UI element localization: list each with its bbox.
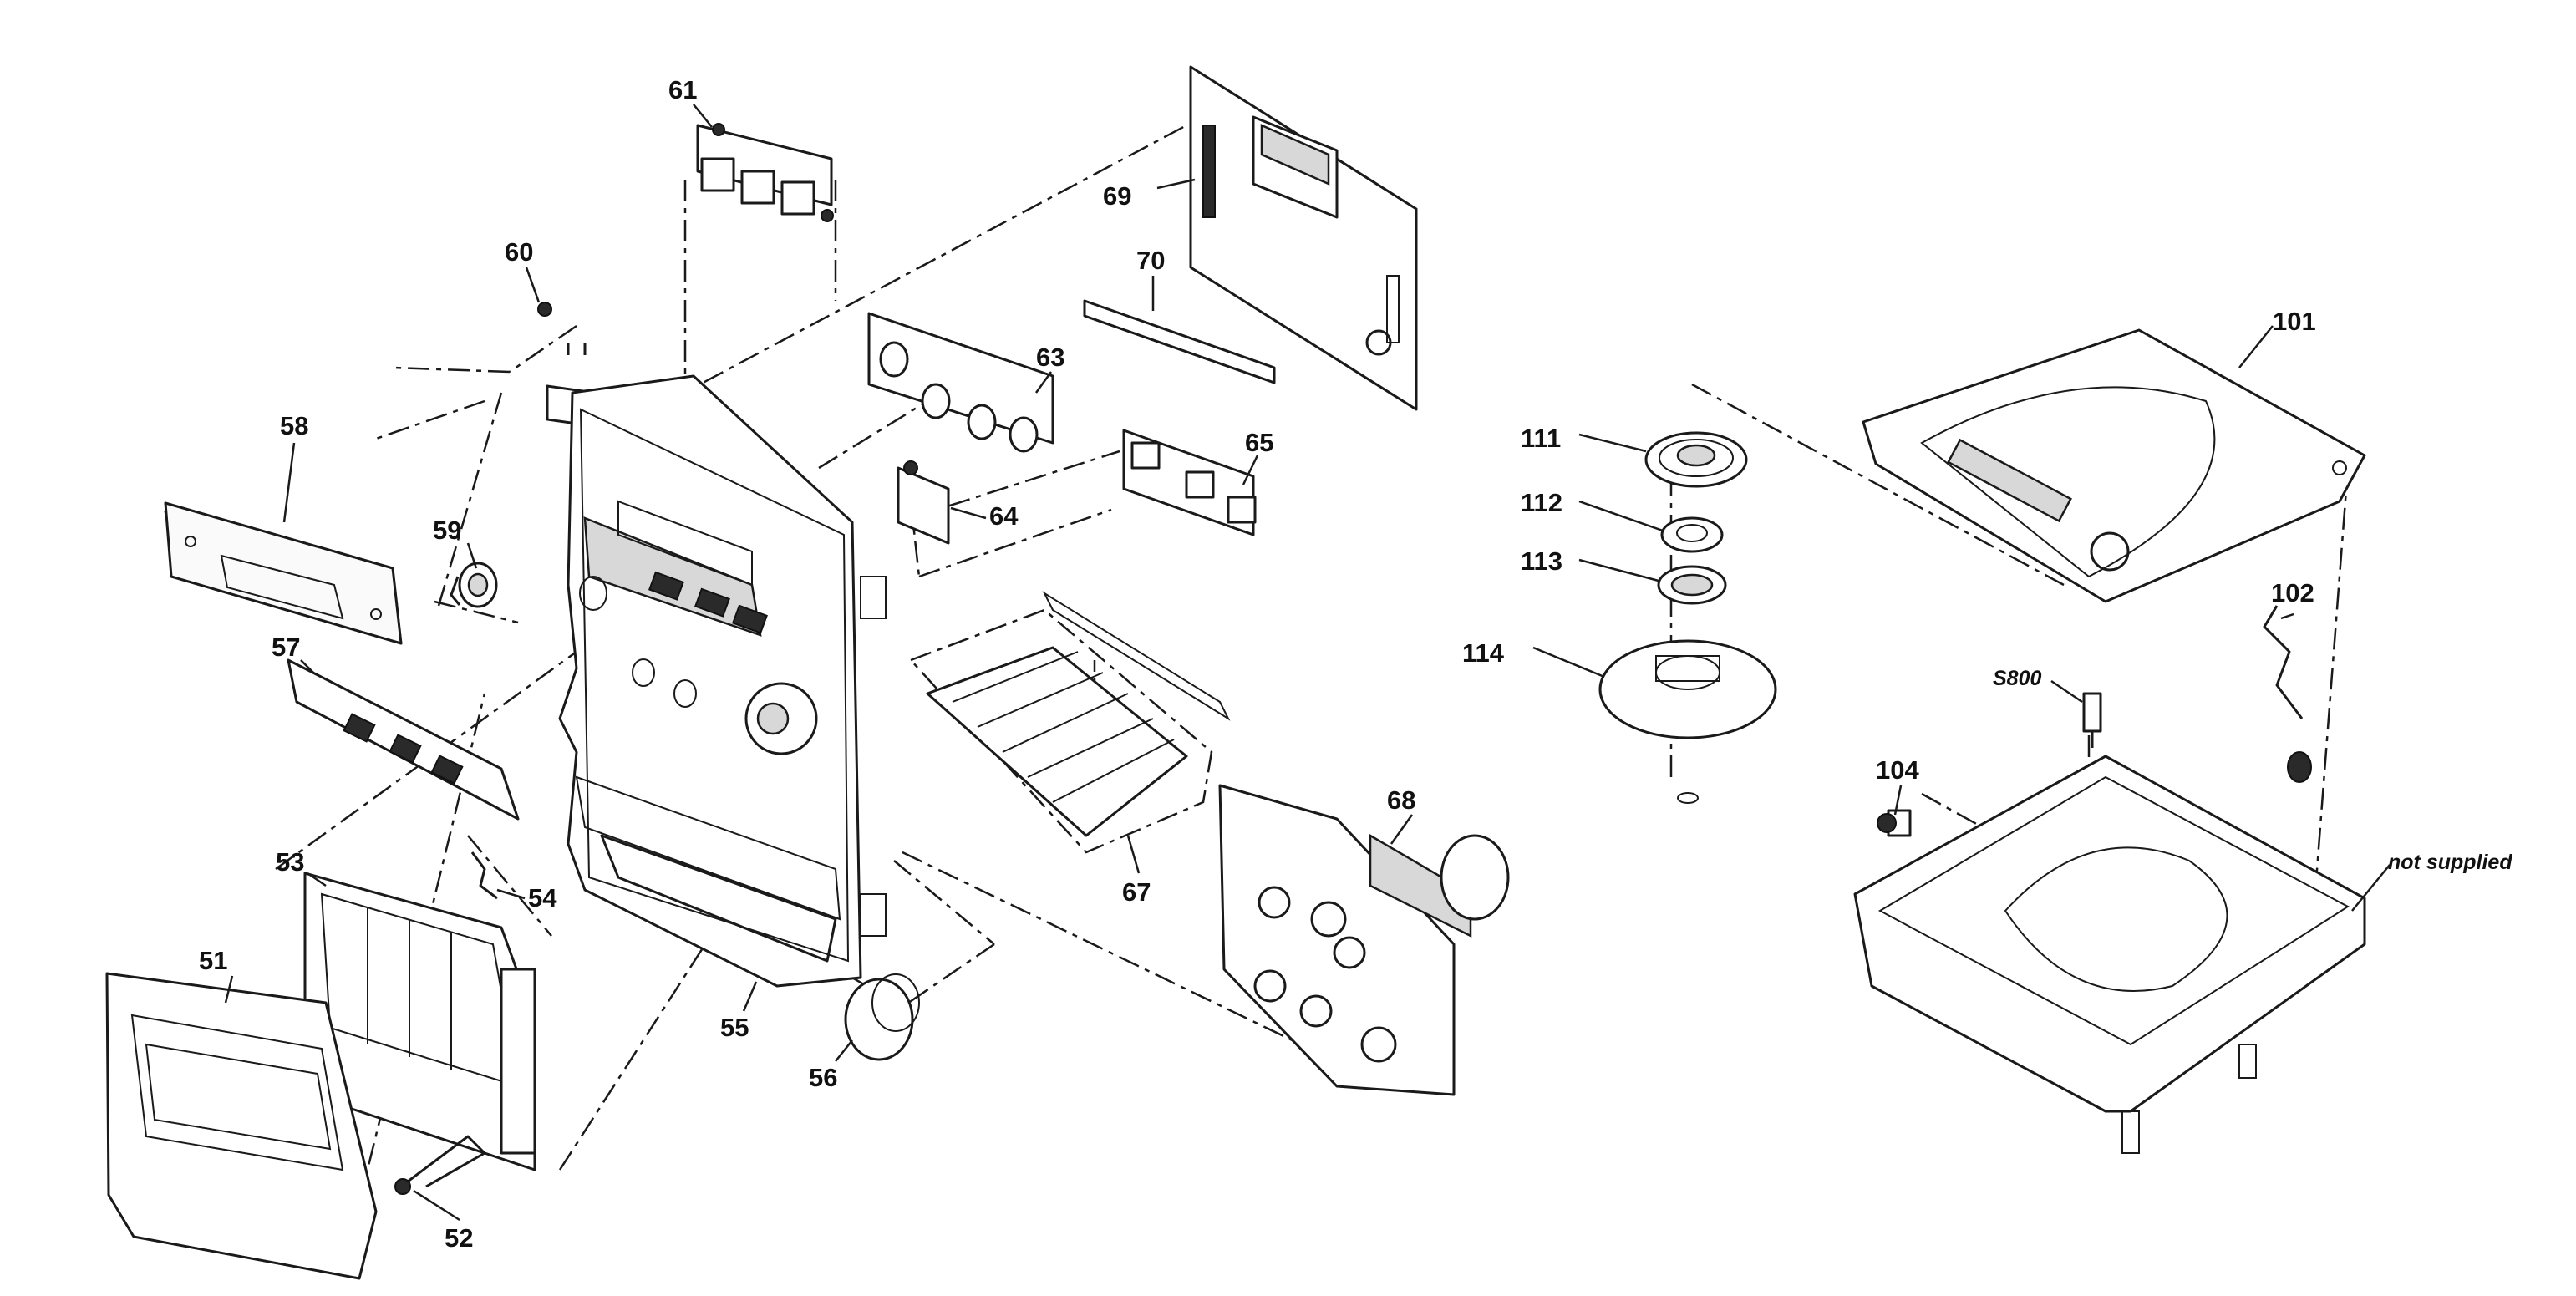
part-114-disc [1598, 639, 1777, 804]
label-not-supplied: not supplied [2388, 851, 2512, 874]
label-104: 104 [1876, 755, 1919, 785]
part-102-spring [2263, 605, 2312, 783]
switch-s800 [2082, 692, 2102, 748]
label-51: 51 [199, 946, 227, 975]
part-61-button-block [696, 123, 834, 222]
label-102: 102 [2271, 578, 2314, 607]
label-111: 111 [1521, 424, 1561, 453]
leader-lines [224, 104, 2391, 1222]
label-s800: S800 [1993, 667, 2041, 690]
part-56-round-knob [844, 973, 920, 1061]
part-58-window-panel [164, 501, 403, 645]
part-55-front-chassis [558, 374, 887, 988]
label-113: 113 [1521, 546, 1562, 576]
part-101-cd-lid [1862, 328, 2366, 603]
label-68: 68 [1387, 785, 1415, 815]
part-59-knob [450, 562, 498, 608]
part-70-strip [1083, 299, 1276, 384]
label-101: 101 [2273, 307, 2316, 336]
part-51-cassette-door [105, 972, 378, 1280]
label-54: 54 [528, 883, 557, 912]
part-67-deck-buttons [908, 591, 1231, 854]
label-57: 57 [272, 633, 300, 662]
label-64: 64 [989, 501, 1019, 531]
part-64-small-board [897, 460, 950, 545]
label-55: 55 [720, 1013, 749, 1042]
label-67: 67 [1122, 877, 1151, 907]
part-68-cassette-mechanism [1218, 784, 1510, 1096]
cd-tray-base [1853, 755, 2366, 1154]
part-69-circuit-board [1189, 65, 1418, 411]
part-65-switch-board [1122, 429, 1257, 536]
part-54-spring [470, 851, 498, 900]
label-114: 114 [1462, 638, 1505, 668]
part-113-ring [1657, 565, 1727, 605]
part-labels: 51 52 53 54 55 56 57 58 59 60 61 63 64 6… [199, 75, 2512, 1253]
label-63: 63 [1036, 343, 1064, 372]
label-70: 70 [1136, 246, 1165, 275]
label-112: 112 [1521, 488, 1562, 517]
label-65: 65 [1245, 428, 1273, 457]
part-112-washer [1660, 516, 1724, 553]
label-52: 52 [445, 1223, 473, 1253]
part-104-knob [1877, 809, 1912, 837]
part-57-button-strip [287, 658, 520, 821]
label-61: 61 [668, 75, 697, 104]
label-53: 53 [276, 847, 304, 877]
part-53-cassette-holder [303, 872, 536, 1171]
label-60: 60 [505, 237, 533, 267]
label-69: 69 [1103, 181, 1131, 211]
label-58: 58 [280, 411, 308, 440]
label-59: 59 [433, 516, 461, 545]
part-111-turntable [1644, 431, 1748, 488]
part-52-spring [394, 1135, 486, 1195]
label-56: 56 [809, 1063, 837, 1092]
part-63-knob-board [867, 312, 1054, 453]
